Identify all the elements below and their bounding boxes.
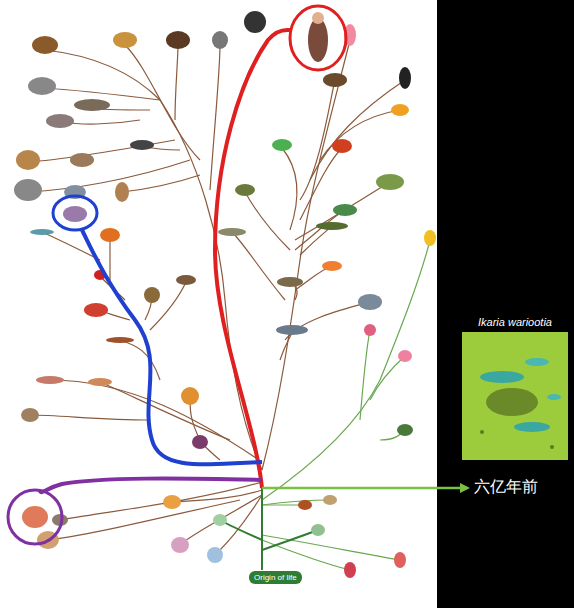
fossil-shape	[514, 422, 550, 432]
octopus-lineage	[40, 479, 262, 493]
branches	[28, 40, 405, 555]
time-arrow	[262, 487, 462, 490]
origin-node: Origin of life	[249, 571, 302, 584]
fossil-shape	[480, 371, 524, 383]
fossil-shape	[525, 358, 549, 366]
time-label: 六亿年前	[474, 477, 538, 498]
organisms	[14, 11, 436, 578]
insect-lineage	[82, 230, 262, 464]
white-ground	[0, 0, 437, 608]
species-heading: Ikaria wariootia	[461, 316, 569, 328]
octopus-circle	[8, 490, 62, 544]
human-lineage	[215, 30, 290, 488]
plant-branches	[262, 240, 430, 570]
fossil-shape	[547, 394, 561, 400]
fossil-panel	[462, 332, 568, 460]
fossil-node: Ikaria wariootia	[461, 316, 569, 460]
human-circle	[290, 6, 346, 70]
arrow-head	[460, 483, 470, 493]
fossil-shape	[550, 445, 554, 449]
black-panel	[437, 0, 574, 608]
fossil-shape	[486, 388, 538, 416]
node-label: Origin of life	[254, 573, 297, 582]
insect-circle	[53, 196, 97, 230]
root-branches	[220, 488, 318, 570]
fossil-shape	[462, 332, 568, 460]
fossil-shape	[480, 430, 484, 434]
